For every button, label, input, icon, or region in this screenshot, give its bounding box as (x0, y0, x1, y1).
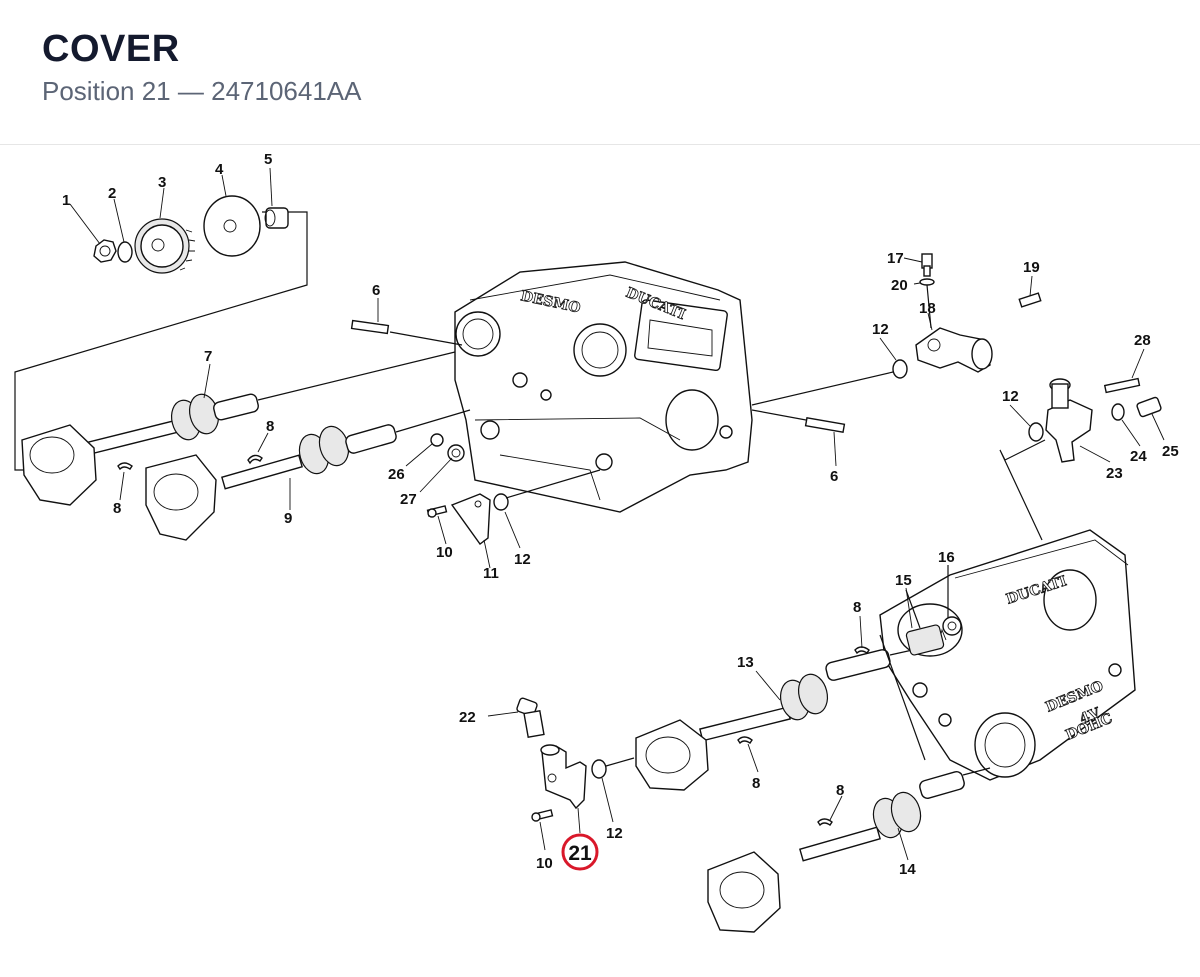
part-3-sprocket[interactable] (134, 218, 196, 274)
part-8-key-e[interactable] (817, 818, 833, 827)
lower-cam-cover (635, 719, 709, 791)
callout-2[interactable]: 2 (108, 185, 116, 202)
part-28-bolt[interactable] (1103, 377, 1141, 394)
part-13-camshaft[interactable] (699, 644, 936, 742)
left-cam-cover (21, 424, 97, 506)
callout-6-right[interactable]: 6 (830, 468, 838, 485)
callout-12-upper[interactable]: 12 (872, 321, 889, 338)
callout-21[interactable]: 21 (568, 842, 592, 865)
leader-lines (69, 167, 1165, 861)
part-4-pulley-disc[interactable] (203, 195, 261, 257)
callout-12-lower[interactable]: 12 (606, 825, 623, 842)
callout-5[interactable]: 5 (264, 151, 272, 168)
callout-20[interactable]: 20 (891, 277, 908, 294)
callout-24[interactable]: 24 (1130, 448, 1147, 465)
callout-6-left[interactable]: 6 (372, 282, 380, 299)
lower-cylinder-head[interactable]: DUCATI DESMO 4V DOHC (879, 529, 1136, 781)
callout-labels: 1 2 3 4 5 6 7 8 8 9 26 27 10 11 12 6 12 … (62, 151, 1179, 878)
page-title: COVER (42, 28, 180, 70)
callout-12-right[interactable]: 12 (1002, 388, 1019, 405)
gear-assembly (14, 195, 308, 471)
header: COVER Position 21 — 24710641AA (0, 0, 1200, 145)
callout-9[interactable]: 9 (284, 510, 292, 527)
callout-25[interactable]: 25 (1162, 443, 1179, 460)
part-11-bracket[interactable] (450, 493, 491, 545)
subtitle-separator: — (177, 76, 204, 106)
part-10-screw-upper[interactable] (426, 505, 448, 518)
callout-18[interactable]: 18 (919, 300, 936, 317)
part-17-screw[interactable] (921, 253, 933, 277)
highlighted-callout[interactable]: 21 (561, 833, 599, 871)
part-12-o-ring-lower[interactable] (591, 759, 607, 779)
callout-8-e[interactable]: 8 (836, 782, 844, 799)
part-24-washer[interactable] (1111, 403, 1125, 421)
part-12-o-ring-upper[interactable] (892, 359, 908, 379)
part-9-camshaft[interactable] (221, 409, 471, 490)
part-number: 24710641AA (211, 76, 362, 106)
callout-8-b[interactable]: 8 (113, 500, 121, 517)
callout-1[interactable]: 1 (62, 192, 70, 209)
part-8-key-b[interactable] (117, 462, 133, 471)
part-12-o-ring-mid[interactable] (493, 493, 509, 511)
part-12-o-ring-right[interactable] (1028, 422, 1044, 442)
part-10-screw-lower[interactable] (531, 809, 554, 822)
callout-8-c[interactable]: 8 (853, 599, 861, 616)
callout-19[interactable]: 19 (1023, 259, 1040, 276)
callout-10-upper[interactable]: 10 (436, 544, 453, 561)
callout-27[interactable]: 27 (400, 491, 417, 508)
part-15-spring[interactable] (905, 624, 947, 656)
callout-12-mid[interactable]: 12 (514, 551, 531, 568)
callout-15[interactable]: 15 (895, 572, 912, 589)
part-23-junction[interactable] (1045, 378, 1093, 463)
callout-3[interactable]: 3 (158, 174, 166, 191)
part-25-sensor[interactable] (1136, 396, 1162, 418)
callout-8-a[interactable]: 8 (266, 418, 274, 435)
callout-10-lower[interactable]: 10 (536, 855, 553, 872)
callout-17[interactable]: 17 (887, 250, 904, 267)
part-7-camshaft[interactable] (86, 351, 456, 455)
exploded-parts-diagram: DESMO DUCATI DUCATI DESMO 4V DOHC (14, 151, 1179, 933)
part-2-washer[interactable] (117, 241, 133, 263)
part-1-nut[interactable] (93, 239, 117, 263)
part-20-washer[interactable] (919, 278, 935, 286)
part-8-key-d[interactable] (737, 736, 753, 745)
callout-4[interactable]: 4 (215, 161, 224, 178)
callout-8-d[interactable]: 8 (752, 775, 760, 792)
part-8-key-a[interactable] (247, 454, 263, 465)
callout-26[interactable]: 26 (388, 466, 405, 483)
part-5-bushing[interactable] (264, 207, 289, 229)
callout-11[interactable]: 11 (483, 565, 499, 582)
callout-22[interactable]: 22 (459, 709, 476, 726)
callout-23[interactable]: 23 (1106, 465, 1123, 482)
part-19-screw[interactable] (1018, 292, 1042, 308)
highlight-ring (561, 833, 599, 871)
part-26-nut[interactable] (430, 433, 444, 447)
upper-cylinder-head[interactable]: DESMO DUCATI (454, 261, 753, 513)
callout-14[interactable]: 14 (899, 861, 916, 878)
part-6-stud-right[interactable] (751, 409, 846, 434)
callout-7[interactable]: 7 (204, 348, 212, 365)
part-14-camshaft[interactable] (799, 767, 991, 862)
part-22-sensor[interactable] (516, 697, 545, 739)
callout-28[interactable]: 28 (1134, 332, 1151, 349)
left-cam-cover-2 (145, 454, 217, 541)
part-21-cover[interactable] (540, 744, 587, 810)
callout-13[interactable]: 13 (737, 654, 754, 671)
callout-16[interactable]: 16 (938, 549, 955, 566)
part-27-washer[interactable] (447, 444, 465, 462)
part-6-stud-left[interactable] (350, 319, 463, 346)
position-label: Position 21 (42, 76, 171, 106)
lower-cam-cover-2 (707, 851, 781, 933)
page-subtitle: Position 21 — 24710641AA (42, 76, 362, 107)
part-16-cap[interactable] (942, 616, 962, 636)
part-18-outlet-fitting[interactable] (915, 327, 993, 373)
